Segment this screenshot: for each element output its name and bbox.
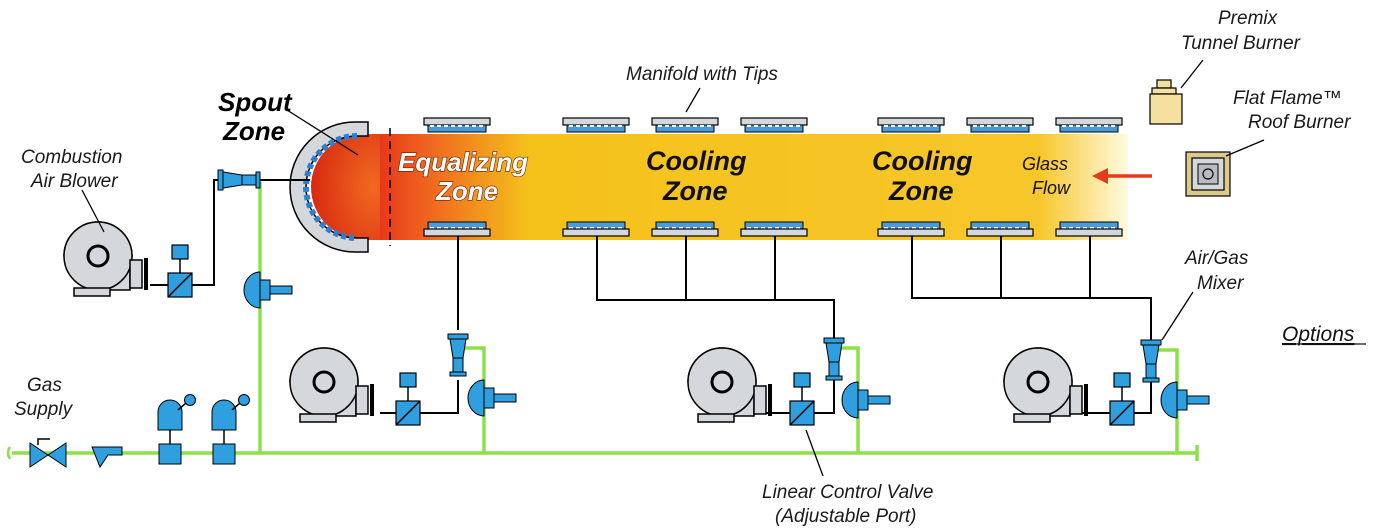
svg-text:Flat Flame™: Flat Flame™ [1233,88,1342,109]
burner-manifold-icon [562,117,630,133]
svg-text:Spout: Spout [218,87,293,117]
regulator-icon[interactable] [243,271,293,309]
cooling-zone-1-label: Cooling Zone [646,146,747,206]
svg-text:Cooling: Cooling [872,146,973,176]
svg-text:Gas: Gas [27,375,62,396]
mixer-icon [823,337,845,381]
spout-glass [311,134,380,240]
svg-text:Zone: Zone [222,116,285,146]
burner-manifold-icon [651,221,719,237]
blower-icon [1002,346,1090,424]
mixer-icon [1140,339,1162,383]
svg-text:(Adjustable Port): (Adjustable Port) [775,506,917,527]
blower-icon [288,346,376,424]
premix-tunnel-burner-icon [1149,79,1183,125]
premix-label: Premix Tunnel Burner [1181,8,1301,54]
control-valve-icon[interactable] [167,244,193,298]
svg-text:Roof Burner: Roof Burner [1248,112,1351,133]
cooling-zone-2-label: Cooling Zone [872,146,973,206]
burner-manifold-icon [562,221,630,237]
burner-manifold-icon [740,221,808,237]
glass-flow-label: Glass Flow [1022,154,1071,198]
svg-text:Zone: Zone [662,176,728,206]
shutoff-valve-icon[interactable] [29,438,67,468]
equalizing-zone-label: Equalizing Zone [397,146,528,206]
combustion-air-blower-label: Combustion Air Blower [21,147,122,192]
burner-manifold-icon [1055,221,1123,237]
options-label: Options [1282,323,1355,346]
svg-text:Flow: Flow [1032,178,1071,198]
svg-text:Combustion: Combustion [21,147,122,168]
burner-manifold-icon [423,117,491,133]
svg-text:Air Blower: Air Blower [30,171,118,192]
svg-text:Tunnel Burner: Tunnel Burner [1181,33,1301,54]
svg-text:Equalizing: Equalizing [398,147,528,177]
svg-text:Mixer: Mixer [1197,273,1244,294]
svg-text:Zone: Zone [435,176,498,206]
control-valve-icon[interactable] [789,372,815,426]
svg-text:Air/Gas: Air/Gas [1184,248,1249,269]
gas-supply-label: Gas Supply [14,375,74,420]
svg-text:Glass: Glass [1022,154,1068,174]
linear-control-valve-label: Linear Control Valve (Adjustable Port) [762,482,933,527]
svg-text:Linear Control Valve: Linear Control Valve [762,482,933,503]
burner-manifold-icon [877,117,945,133]
manifold-label: Manifold with Tips [626,64,778,85]
svg-text:Cooling: Cooling [646,146,747,176]
burner-manifold-icon [423,221,491,237]
blower-icon [686,346,774,424]
burner-manifold-icon [966,117,1034,133]
control-valve-icon[interactable] [1109,372,1135,426]
burner-manifold-icon [877,221,945,237]
regulator-icon[interactable] [1160,381,1210,419]
svg-text:Supply: Supply [14,399,74,420]
burner-manifold-icon [966,221,1034,237]
flat-flame-burner-icon [1185,151,1231,197]
flat-flame-label: Flat Flame™ Roof Burner [1233,88,1351,133]
burner-manifold-icon [651,117,719,133]
control-valve-icon[interactable] [395,372,421,426]
air-gas-mixer-label: Air/Gas Mixer [1184,248,1249,294]
svg-text:Zone: Zone [888,176,954,206]
spout-zone-label: Spout Zone [218,87,293,146]
blower-icon [62,220,150,298]
mixer-icon [217,169,261,191]
regulator-icon[interactable] [467,379,517,417]
strainer-icon [91,446,123,469]
regulator-icon[interactable] [841,381,891,419]
leader-lines [81,59,1265,477]
burner-manifold-icon [740,117,808,133]
mixer-icon [447,333,469,377]
svg-text:Premix: Premix [1218,8,1279,29]
burner-manifold-icon [1055,117,1123,133]
